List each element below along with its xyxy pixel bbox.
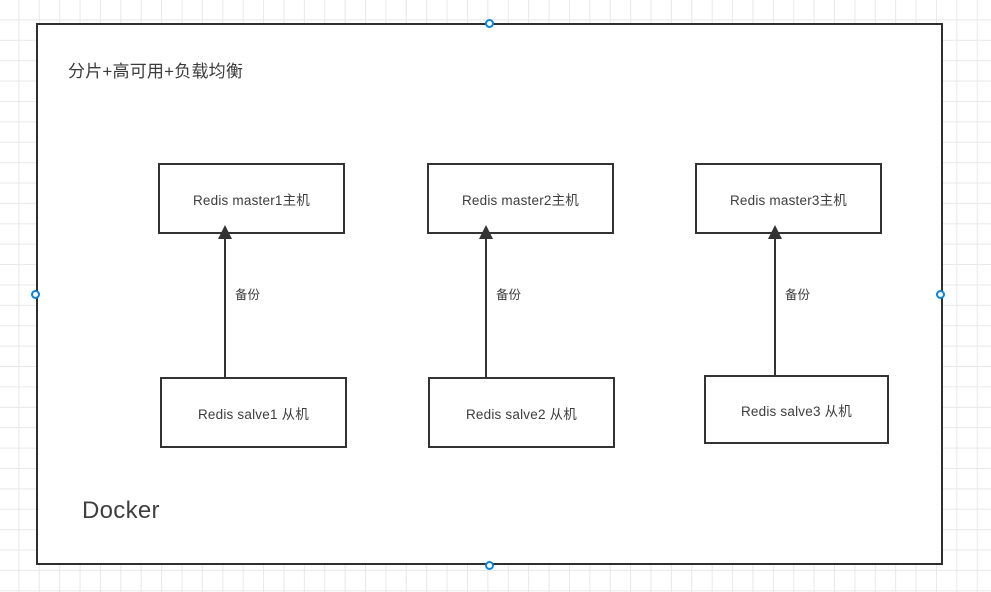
node-label: Redis master2主机: [461, 192, 580, 208]
connector-label: 备份: [782, 283, 814, 304]
connector-line: [224, 235, 227, 377]
node-label: Redis master3主机: [729, 192, 848, 208]
connector-slave3-to-master3[interactable]: 备份: [760, 225, 814, 375]
connector-slave2-to-master2[interactable]: 备份: [471, 225, 525, 377]
connector-line: [485, 235, 488, 377]
docker-container-shape[interactable]: 分片+高可用+负载均衡 Redis master1主机 Redis master…: [36, 23, 943, 565]
node-label: Redis master1主机: [192, 192, 311, 208]
docker-container-label: Docker: [82, 497, 160, 524]
diagram-title: 分片+高可用+负载均衡: [68, 62, 244, 81]
selection-handle-right[interactable]: [936, 290, 945, 299]
node-redis-master1[interactable]: Redis master1主机: [158, 163, 345, 234]
arrow-head-icon: [218, 225, 232, 239]
node-label: Redis salve1 从机: [197, 406, 310, 422]
selection-handle-left[interactable]: [31, 290, 40, 299]
arrow-head-icon: [479, 225, 493, 239]
node-redis-slave3[interactable]: Redis salve3 从机: [704, 375, 889, 444]
node-label: Redis salve3 从机: [740, 403, 853, 419]
connector-label: 备份: [232, 283, 264, 304]
node-redis-slave1[interactable]: Redis salve1 从机: [160, 377, 347, 448]
node-redis-master3[interactable]: Redis master3主机: [695, 163, 882, 234]
selection-handle-top[interactable]: [485, 19, 494, 28]
node-redis-master2[interactable]: Redis master2主机: [427, 163, 614, 234]
connector-slave1-to-master1[interactable]: 备份: [210, 225, 264, 377]
connector-label: 备份: [493, 283, 525, 304]
connector-line: [774, 235, 777, 375]
node-redis-slave2[interactable]: Redis salve2 从机: [428, 377, 615, 448]
arrow-head-icon: [768, 225, 782, 239]
node-label: Redis salve2 从机: [465, 406, 578, 422]
selection-handle-bottom[interactable]: [485, 561, 494, 570]
